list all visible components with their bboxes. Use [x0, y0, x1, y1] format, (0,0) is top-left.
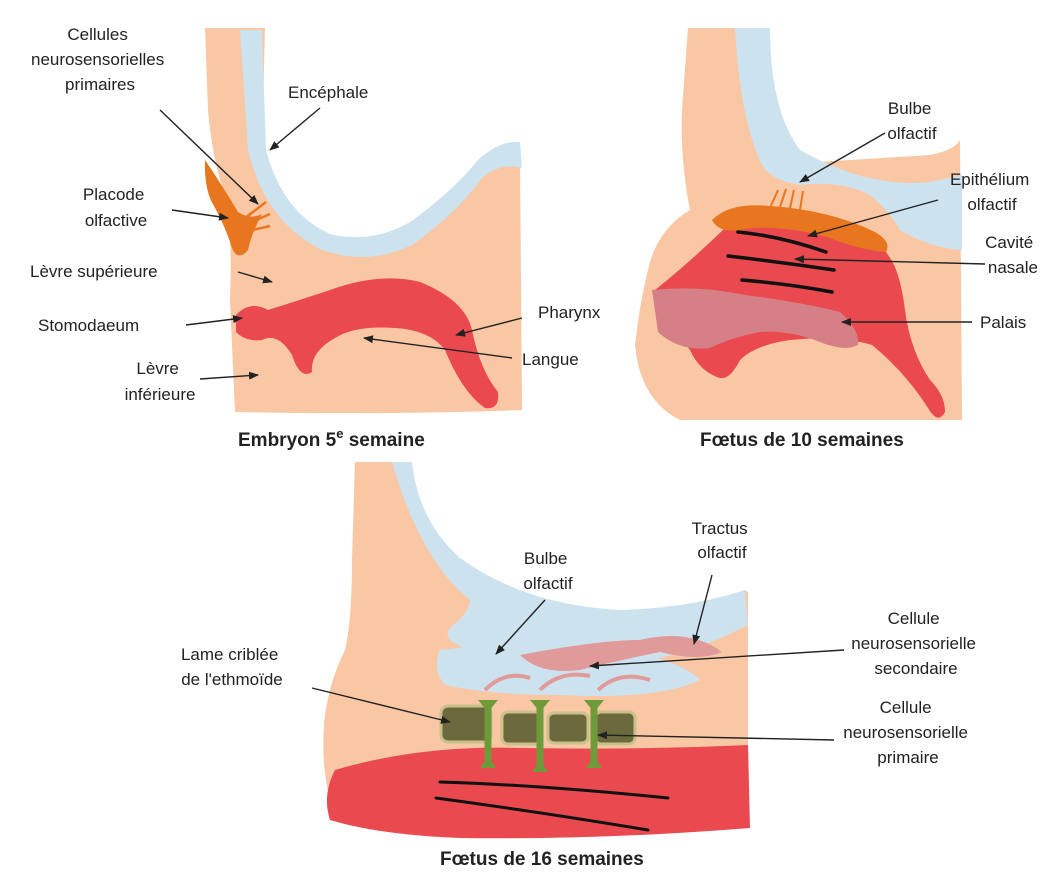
panel-fetus-16-weeks [323, 462, 750, 838]
caption-foetus-10: Fœtus de 10 semaines [700, 430, 904, 451]
panel-fetus-10-weeks [635, 28, 962, 420]
label-cellule-primaire: Cellule neurosensorielle primaire [843, 698, 972, 767]
label-cellules: Cellules neurosensorielles primaires [31, 25, 169, 94]
label-lame-criblee: Lame criblée de l'ethmoïde [181, 645, 283, 689]
label-placode: Placode olfactive [83, 185, 149, 230]
label-cellule-secondaire: Cellule neurosensorielle secondaire [851, 609, 980, 678]
label-bulbe-16: Bulbe olfactif [523, 549, 572, 593]
label-pharynx: Pharynx [538, 303, 601, 322]
caption-embryon-5: Embryon 5e semaine [238, 426, 425, 451]
label-levre-inferieure: Lèvre inférieure [125, 359, 196, 404]
label-stomodaeum: Stomodaeum [38, 316, 139, 335]
caption-foetus-16: Fœtus de 16 semaines [440, 849, 644, 870]
label-palais: Palais [980, 313, 1026, 332]
label-epithelium: Epithélium olfactif [950, 170, 1034, 214]
label-langue: Langue [522, 350, 579, 369]
label-bulbe-10: Bulbe olfactif [887, 99, 936, 143]
label-cavite: Cavité nasale [985, 233, 1038, 277]
label-tractus: Tractus olfactif [692, 519, 753, 562]
label-levre-superieure: Lèvre supérieure [30, 262, 158, 281]
label-encephale: Encéphale [288, 83, 368, 102]
